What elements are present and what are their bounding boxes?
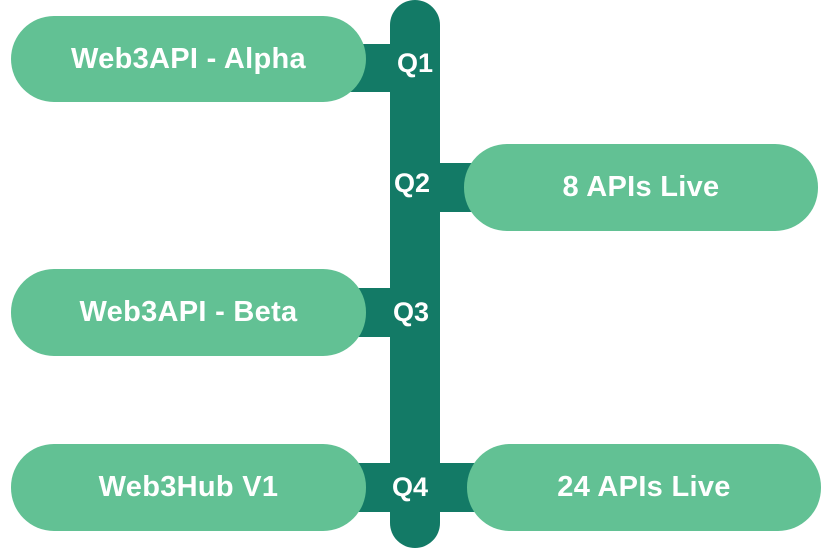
quarter-label-q2: Q2 xyxy=(394,168,431,198)
quarter-label-q1: Q1 xyxy=(397,48,434,78)
quarter-label-q3: Q3 xyxy=(393,297,430,327)
milestone-q3: Web3API - Beta xyxy=(11,269,366,356)
milestone-q1: Web3API - Alpha xyxy=(11,16,366,102)
milestone-q4-left: Web3Hub V1 xyxy=(11,444,366,531)
quarter-label-q4: Q4 xyxy=(392,472,429,502)
milestone-q4-right: 24 APIs Live xyxy=(467,444,821,531)
milestone-q2: 8 APIs Live xyxy=(464,144,818,231)
